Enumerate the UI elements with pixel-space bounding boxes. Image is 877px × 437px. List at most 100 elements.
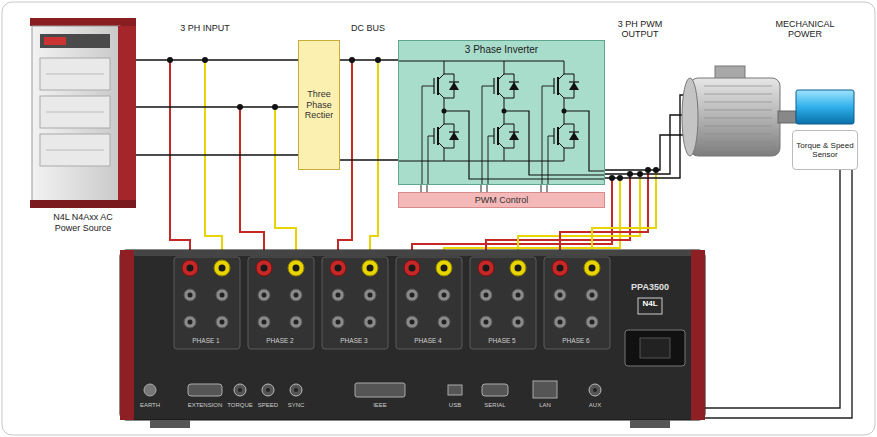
phase-block	[174, 257, 240, 349]
jack-hole	[558, 293, 563, 298]
instrument-foot	[630, 420, 670, 428]
jack-hole	[483, 265, 490, 272]
gate-wire	[422, 86, 434, 184]
junction-dot	[502, 109, 507, 114]
junction-dot	[637, 171, 643, 177]
power-line	[340, 59, 398, 60]
jack-hole	[266, 388, 270, 392]
power-source: N4L N4Axx AC Power Source	[30, 18, 136, 233]
return-jack	[480, 316, 492, 328]
cabinet-top	[30, 18, 136, 26]
return-jack	[512, 316, 524, 328]
diode-symbol	[569, 132, 579, 140]
voltage-jack	[552, 260, 568, 276]
gate-signal	[427, 185, 428, 192]
inverter-schematic	[399, 41, 604, 184]
cabinet-panel-line	[46, 112, 104, 113]
port-label: USB	[442, 402, 468, 409]
diode-symbol	[449, 82, 459, 90]
return-jack	[216, 316, 228, 328]
port-label: EXTENSION	[184, 402, 226, 409]
jack-hole	[335, 265, 342, 272]
instrument-foot	[150, 420, 190, 428]
phase-output-wire	[564, 111, 604, 171]
jack-hole	[262, 320, 267, 325]
phase-block	[322, 257, 388, 349]
measurement-lead	[370, 60, 378, 268]
node-text: PPA3500	[615, 282, 685, 292]
voltage-jack	[256, 260, 272, 276]
lan-connector	[533, 381, 557, 398]
motor-fin	[704, 134, 772, 135]
power-line	[136, 154, 298, 155]
igbt-symbol	[497, 127, 499, 145]
instrument-bezel	[120, 250, 134, 420]
instrument-body	[120, 250, 705, 420]
leg-wire	[504, 148, 505, 161]
gate-signal	[547, 185, 548, 192]
motor-body	[690, 78, 780, 156]
jack-hole	[219, 265, 226, 272]
jack-hole	[516, 293, 521, 298]
jack-hole	[484, 320, 489, 325]
logo-box	[638, 298, 662, 314]
section-label: 3 PH INPUT	[165, 24, 245, 34]
diode-symbol	[449, 132, 459, 140]
measurement-lead	[338, 60, 352, 268]
cabinet-panel	[40, 134, 110, 166]
igbt-symbol	[498, 124, 504, 148]
diode-symbol	[449, 81, 459, 82]
motor-shaft	[778, 111, 796, 123]
igbt-symbol	[557, 77, 559, 95]
return-jack	[554, 316, 566, 328]
diode-symbol	[569, 131, 579, 132]
motor-fin	[704, 142, 772, 143]
diode-symbol	[509, 82, 519, 90]
return-jack	[332, 289, 344, 301]
voltage-jack	[330, 260, 346, 276]
output-wire	[605, 95, 686, 178]
dc-rail	[399, 160, 564, 161]
inverter-box: 3 Phase Inverter	[398, 40, 605, 185]
junction-dot	[442, 109, 447, 114]
measurement-lead	[170, 60, 190, 268]
section-label: 3 PH PWM OUTPUT	[614, 20, 666, 40]
phase-block	[248, 257, 314, 349]
current-jack	[362, 260, 378, 276]
output-wire	[605, 135, 686, 170]
jack-hole	[238, 388, 242, 392]
jack-hole	[593, 388, 597, 392]
jack-hole	[368, 293, 373, 298]
gate-wire	[548, 136, 554, 184]
motor-fin	[704, 110, 772, 111]
return-jack	[364, 289, 376, 301]
cabinet-panel	[40, 96, 110, 128]
sensor-body	[796, 90, 854, 124]
jack-hole	[442, 293, 447, 298]
junction-dot	[627, 171, 633, 177]
jack-hole	[294, 388, 298, 392]
igbt-symbol	[438, 74, 444, 98]
measurement-lead	[205, 60, 222, 268]
port-label: EARTH	[133, 402, 167, 409]
jack-hole	[589, 265, 596, 272]
jack-hole	[557, 265, 564, 272]
return-jack	[480, 289, 492, 301]
phase-output-wire	[444, 111, 604, 179]
jack-hole	[410, 293, 415, 298]
voltage-jack	[478, 260, 494, 276]
diode-symbol	[509, 132, 519, 140]
jack-hole	[590, 320, 595, 325]
node-text: PWM Control	[475, 196, 529, 205]
rectifier-box: Three Phase Rectier	[298, 40, 340, 170]
output-wire	[605, 115, 686, 174]
leg-wire	[444, 61, 445, 74]
jack-hole	[294, 320, 299, 325]
bnc-connector	[589, 384, 601, 396]
voltage-jack	[404, 260, 420, 276]
channel-label: PHASE 1	[176, 337, 236, 344]
return-jack	[258, 289, 270, 301]
return-jack	[512, 289, 524, 301]
gate-wire	[542, 86, 554, 184]
